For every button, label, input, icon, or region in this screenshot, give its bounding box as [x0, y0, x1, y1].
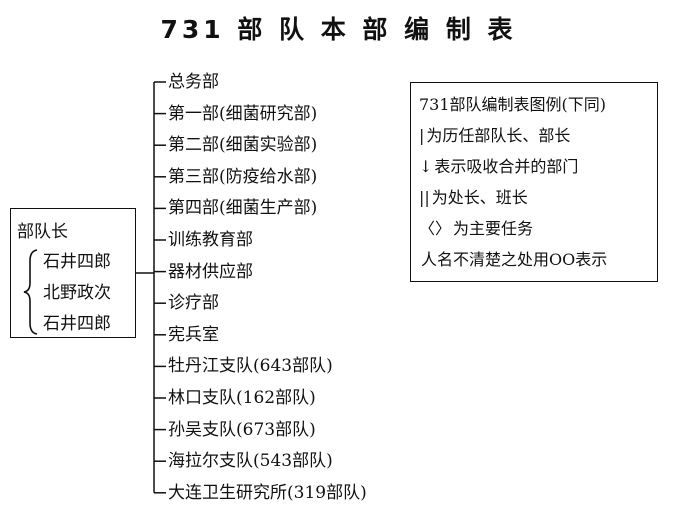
vertical-bar-icon: | [419, 126, 425, 145]
legend-row: 人名不清楚之处用OO表示 [419, 244, 649, 275]
dept-third: 第三部(防疫给水部) [168, 166, 318, 187]
dept-fourth: 第四部(细菌生产部) [168, 198, 318, 219]
legend-text: 为处长、班长 [431, 188, 528, 207]
down-arrow-icon: ↓ [419, 157, 433, 176]
legend-row: ↓表示吸收合并的部门 [419, 151, 649, 182]
dept-military-police: 宪兵室 [168, 324, 219, 345]
commander-names: 石井四郎 北野政次 石井四郎 [43, 247, 111, 340]
legend-box: 731部队编制表图例(下同) |为历任部队长、部长 ↓表示吸收合并的部门 ||为… [410, 82, 658, 282]
dept-sunwu-branch: 孙吴支队(673部队) [168, 419, 316, 440]
legend-text: 表示吸收合并的部门 [434, 157, 579, 176]
legend-row: 〈〉为主要任务 [419, 213, 649, 244]
dept-hailar-branch: 海拉尔支队(543部队) [168, 451, 333, 472]
brace-icon [23, 249, 38, 335]
double-bar-icon: || [419, 188, 430, 207]
legend-text: 为主要任务 [453, 219, 534, 238]
dept-general-affairs: 总务部 [168, 72, 219, 92]
legend-text: 人名不清楚之处用OO表示 [421, 250, 608, 269]
dept-second: 第二部(细菌实验部) [168, 135, 318, 156]
angle-brackets-icon: 〈〉 [419, 219, 452, 238]
legend-title: 731部队编制表图例(下同) [419, 95, 607, 114]
legend-text: 为历任部队长、部长 [426, 126, 571, 145]
legend-row: |为历任部队长、部长 [419, 120, 649, 151]
commander-label: 部队长 [17, 222, 68, 242]
dept-dalian-institute: 大连卫生研究所(319部队) [168, 482, 367, 503]
commander-name: 石井四郎 [43, 314, 111, 334]
dept-training: 训练教育部 [168, 230, 253, 250]
diagram-title: 731 部 队 本 部 编 制 表 [160, 15, 517, 44]
legend-row: ||为处长、班长 [419, 182, 649, 213]
commander-name: 石井四郎 [43, 252, 111, 272]
dept-linkou-branch: 林口支队(162部队) [168, 388, 316, 408]
commander-box: 部队长 石井四郎 北野政次 石井四郎 [10, 208, 136, 338]
dept-equipment: 器材供应部 [168, 261, 253, 282]
dept-mudanjiang-branch: 牡丹江支队(643部队) [168, 356, 333, 377]
dept-clinic: 诊疗部 [168, 293, 219, 314]
commander-name: 北野政次 [43, 283, 111, 303]
dept-first: 第一部(细菌研究部) [168, 103, 318, 124]
